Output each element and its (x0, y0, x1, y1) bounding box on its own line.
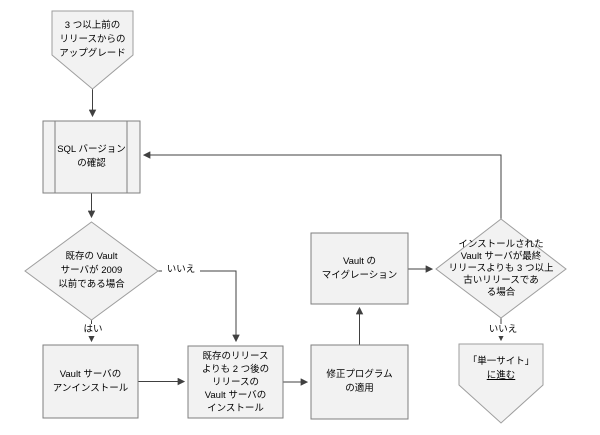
goto-single-site-offpage-connector-shape (458, 343, 544, 424)
hotfix-process-shape (310, 344, 409, 420)
connector-decision-no-to-install (158, 270, 240, 343)
edge-label-yes: はい (78, 324, 108, 336)
connector-loop-back-to-sql (142, 151, 502, 219)
migration-process-shape (310, 232, 409, 305)
decision-2009-diamond-shape (24, 221, 159, 321)
uninstall-process-shape (42, 344, 139, 419)
start-offpage-connector-shape (51, 10, 134, 90)
sql-check-predefined-process-shape (42, 120, 141, 194)
decision-old-release-diamond-shape (435, 218, 567, 319)
install-process-shape (187, 345, 284, 419)
edge-label-no-left: いいえ (162, 264, 200, 276)
edge-label-no-right: いいえ (484, 324, 522, 336)
